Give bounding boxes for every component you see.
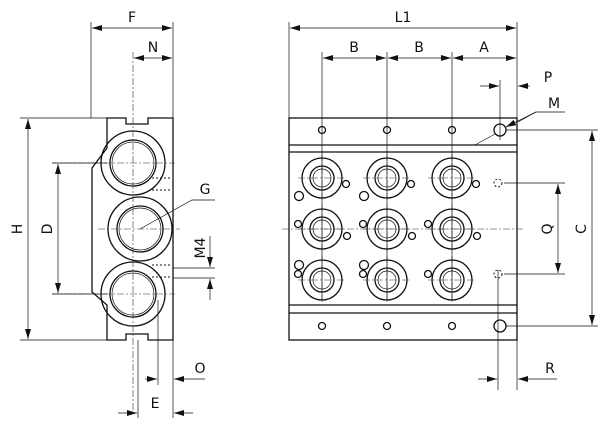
leader-M-arrow — [505, 111, 537, 128]
pilot-hole — [472, 231, 482, 241]
label-H: H — [10, 224, 26, 235]
side-ports — [100, 130, 173, 327]
pilot-hole — [293, 259, 305, 271]
label-R: R — [545, 361, 555, 377]
label-B-1: B — [349, 40, 359, 56]
leader-G — [139, 199, 215, 230]
pilot-hole — [293, 219, 303, 229]
side-view: F N H D G M4 O E — [10, 10, 215, 418]
label-O: O — [194, 361, 205, 377]
pilot-hole — [358, 269, 368, 279]
pilot-hole — [471, 179, 481, 189]
label-B-2: B — [414, 40, 424, 56]
label-M4: M4 — [193, 237, 209, 258]
pilot-hole — [293, 190, 305, 202]
label-E: E — [151, 396, 160, 412]
label-L1: L1 — [395, 10, 412, 26]
label-P: P — [544, 70, 552, 86]
label-G: G — [200, 182, 211, 198]
pilot-hole — [407, 231, 417, 241]
label-C: C — [574, 224, 590, 234]
hidden-m4-threads — [152, 177, 172, 278]
pilot-hole — [342, 231, 352, 241]
pilot-hole — [293, 269, 303, 279]
label-D: D — [40, 224, 56, 235]
pilot-hole — [423, 219, 433, 229]
mounting-holes — [317, 123, 507, 333]
front-extension-lines — [288, 22, 598, 390]
pilot-hole — [358, 190, 370, 202]
label-A: A — [479, 40, 489, 56]
pilot-hole — [358, 219, 368, 229]
label-M: M — [548, 96, 560, 112]
side-body-outline — [91, 117, 174, 341]
label-Q: Q — [540, 223, 556, 234]
pilot-hole — [358, 259, 370, 271]
front-view: L1 B B A P M Q C R — [282, 10, 598, 390]
side-centerlines — [52, 52, 180, 410]
pilot-hole — [406, 179, 416, 189]
pilot-hole — [423, 269, 433, 279]
leader-M — [474, 111, 565, 146]
label-F: F — [128, 10, 136, 26]
side-extension-lines — [20, 22, 215, 418]
pilot-hole — [341, 179, 351, 189]
plate-strips — [289, 144, 517, 314]
label-N: N — [148, 40, 158, 56]
